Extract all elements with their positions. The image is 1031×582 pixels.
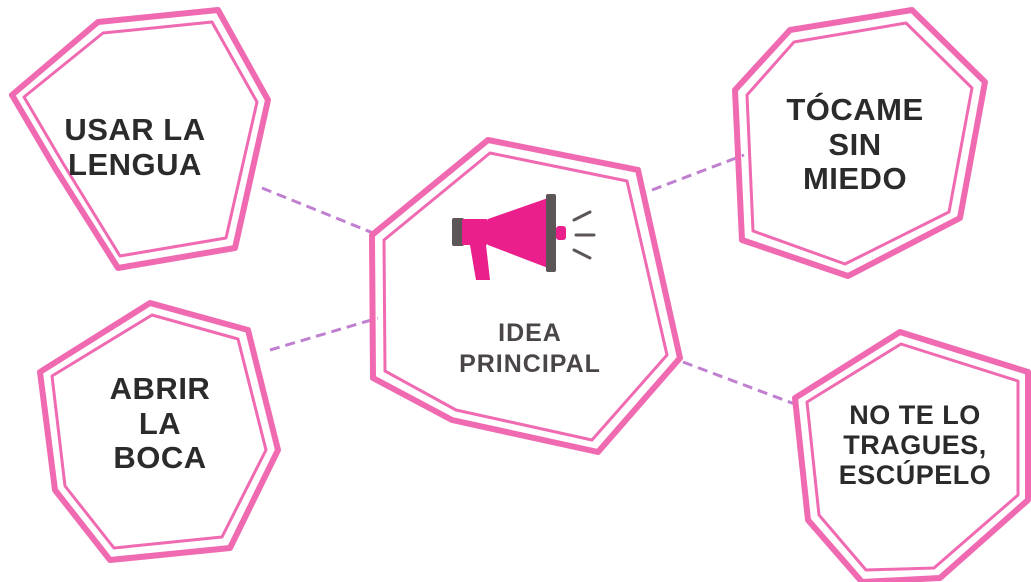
hexagon-center [369,137,683,455]
megaphone-back [452,218,464,246]
node-label-abrir-la-boca: ABRIR LA BOCA [109,371,211,476]
megaphone-tip [556,226,566,240]
sound-wave-3 [572,248,592,260]
hexagon-usar [9,7,271,271]
hexagon-abrir [37,300,281,563]
megaphone-body [462,219,488,245]
connector-trague [682,360,801,408]
center-label-idea-principal: IDEA PRINCIPAL [459,319,601,379]
megaphone-horn [488,198,548,268]
connectors [261,153,801,408]
sound-wave-1 [572,210,592,222]
hexagon-trague [792,329,1031,582]
connector-tocame [651,153,745,192]
hexagon-tocame [732,7,988,279]
megaphone-rim [546,194,556,272]
node-label-usar-la-lengua: USAR LA LENGUA [64,112,206,182]
megaphone-handle [470,245,490,280]
node-label-no-te-lo-tragues: NO TE LO TRAGUES, ESCÚPELO [838,400,992,491]
megaphone-icon [452,194,596,280]
connector-usar [261,186,379,237]
node-label-tocame-sin-miedo: TÓCAME SIN MIEDO [786,92,924,197]
connector-abrir [269,316,379,352]
